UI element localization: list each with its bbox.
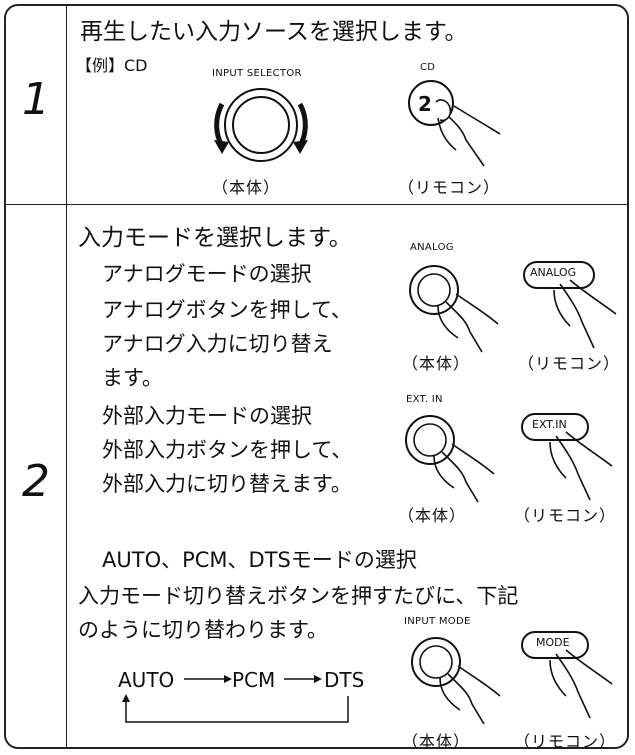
mode-caption-remote: （リモコン） [514, 732, 617, 751]
ext-caption-main: （本体） [398, 506, 467, 525]
step-2-title: 入力モードを選択します。 [78, 225, 352, 251]
ext-main-button-press-icon [405, 415, 495, 503]
cycle-dts: DTS [324, 668, 365, 692]
cycle-auto: AUTO [118, 668, 175, 692]
mode-line-1: 入力モード切り替えボタンを押すたびに、下記 [78, 584, 519, 608]
instruction-frame [4, 4, 629, 749]
mode-heading: AUTO、PCM、DTSモードの選択 [102, 548, 417, 572]
cycle-pcm: PCM [232, 668, 276, 692]
cd-label: CD [420, 62, 436, 73]
step-1-caption-main: （本体） [212, 178, 281, 197]
analog-caption-remote: （リモコン） [518, 354, 621, 373]
analog-main-button-press-icon [409, 265, 499, 353]
analog-heading: アナログモードの選択 [102, 262, 312, 286]
ext-line-2: 外部入力に切り替えます。 [102, 472, 352, 496]
ext-caption-remote: （リモコン） [514, 506, 617, 525]
analog-line-2: アナログ入力に切り替え [102, 332, 333, 356]
step-1-number: 1 [22, 74, 50, 125]
mode-remote-label: MODE [536, 636, 570, 649]
mode-remote-button-press-icon [521, 631, 613, 719]
analog-line-1: アナログボタンを押して、 [102, 298, 352, 322]
input-mode-label: INPUT MODE [404, 616, 471, 627]
step-1-title: 再生したい入力ソースを選択します。 [80, 19, 468, 45]
analog-line-3: ます。 [102, 366, 163, 390]
step-1-caption-remote: （リモコン） [398, 178, 501, 197]
analog-caption-main: （本体） [402, 354, 471, 373]
analog-remote-button-press-icon [523, 261, 617, 349]
cd-key-number: 2 [418, 92, 432, 116]
analog-remote-label: ANALOG [530, 266, 577, 279]
cycle-arrows [122, 675, 349, 723]
ext-remote-label: EXT.IN [532, 418, 567, 431]
step-1-example: 【例】CD [76, 56, 148, 75]
ext-remote-button-press-icon [521, 413, 613, 501]
step-divider [4, 204, 629, 205]
ext-main-label: EXT. IN [406, 394, 443, 405]
step-2-number: 2 [22, 456, 50, 507]
cd-button-press-icon [408, 80, 501, 167]
ext-line-1: 外部入力ボタンを押して、 [102, 438, 353, 462]
column-divider [66, 4, 67, 749]
input-selector-label: INPUT SELECTOR [212, 68, 302, 79]
input-mode-button-press-icon [411, 637, 501, 725]
mode-caption-main: （本体） [402, 732, 471, 751]
ext-heading: 外部入力モードの選択 [102, 404, 312, 428]
mode-line-2: のように切り替わります。 [78, 618, 328, 642]
input-selector-knob-icon [214, 88, 308, 162]
analog-main-label: ANALOG [410, 242, 454, 253]
